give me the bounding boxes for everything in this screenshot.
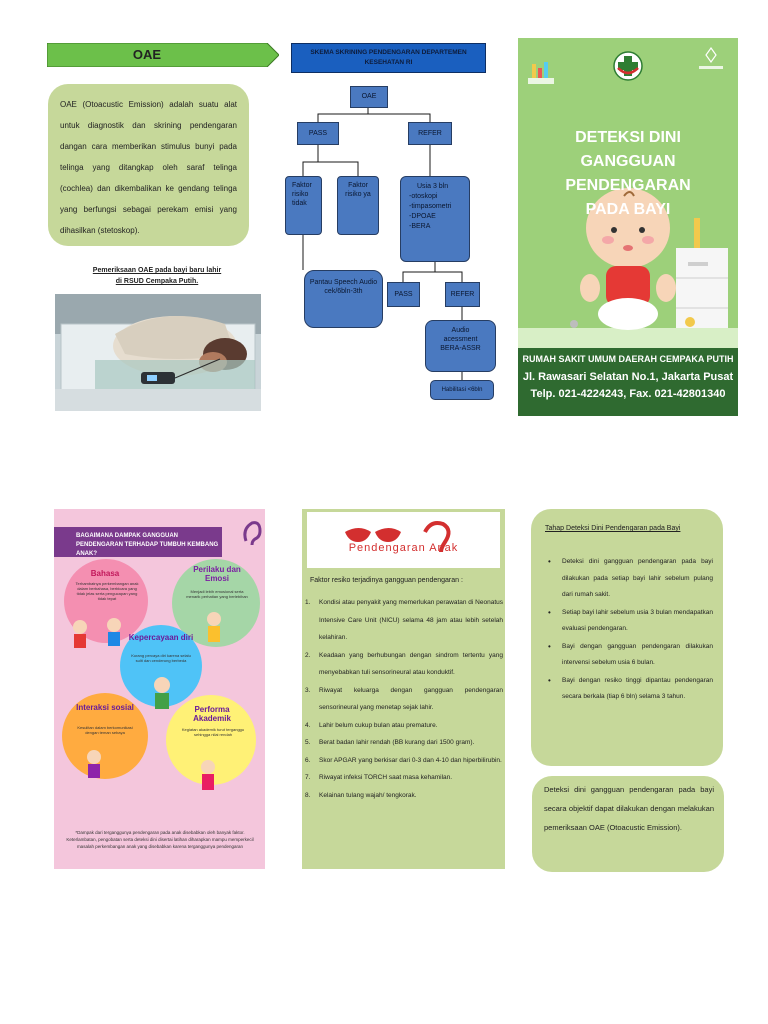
usia-line-4: -DPOAE [409, 213, 436, 220]
stage-item-text: Setiap bayi lahir sebelum usia 3 bulan m… [562, 608, 713, 633]
list-item: 5.Berat badan lahir rendah (BB kurang da… [305, 739, 475, 746]
interaksi-text: Kesulitan dalam berkomunikasi dengan tem… [77, 725, 133, 735]
risk-item-text: Lahir belum cukup bulan atau premature. [319, 721, 438, 729]
flow-node-usia: Usia 3 bln -otoskopi -timpasometri -DPOA… [400, 176, 470, 262]
usia-line-1: Usia 3 bln [417, 183, 449, 190]
kepercayaan-title: Kepercayaan diri [128, 633, 194, 642]
list-item: Deteksi dini gangguan pendengaran pada b… [545, 554, 713, 604]
flow-node-pass-2: PASS [387, 282, 420, 307]
performa-title: Performa Akademik [193, 705, 231, 723]
flow-node-pass: PASS [297, 122, 339, 145]
cover-panel: DETEKSI DINI GANGGUAN PENDENGARAN PADA B… [518, 38, 738, 416]
list-item: Bayi dengan gangguan pendengaran dilakuk… [545, 639, 713, 672]
flow-node-factor-yes: Faktor risiko ya [337, 176, 379, 235]
flow-node-refer: REFER [408, 122, 452, 145]
risk-item-text: Riwayat keluarga dengan gangguan pendeng… [319, 686, 503, 712]
photo-caption: Pemeriksaan OAE pada bayi baru lahir di … [72, 265, 242, 287]
hospital-name: RUMAH SAKIT UMUM DAERAH CEMPAKA PUTIH [522, 354, 734, 364]
conclusion-box: Deteksi dini gangguan pendengaran pada b… [532, 776, 724, 872]
cover-title-line-3: PADA BAYI [585, 201, 671, 218]
usia-line-2: -otoskopi [409, 193, 438, 200]
risk-item-text: Riwayat infeksi TORCH saat masa kehamila… [319, 774, 453, 781]
bahasa-title: Bahasa [90, 569, 120, 578]
list-item: 6.Skor APGAR yang berkisar dari 0-3 dan … [305, 756, 502, 764]
pendengaran-anak-logo: Pendengaran Anak [307, 512, 500, 568]
cover-title-line-2: GANGGUAN PENDENGARAN [565, 153, 691, 194]
ear-icon [243, 521, 262, 546]
cover-footer-band [518, 348, 738, 416]
perilaku-title: Perilaku dan Emosi [193, 565, 241, 583]
oae-definition-box: OAE (Otoacustic Emission) adalah suatu a… [48, 84, 249, 246]
risk-factor-panel [302, 509, 505, 869]
list-item: 1.Kondisi atau penyakit yang memerlukan … [305, 599, 503, 641]
bahasa-text: Terhambatnya perkembangan anak dalam ber… [75, 581, 139, 601]
cocoa-logo-icon [699, 46, 723, 69]
interaksi-title: Interaksi sosial [76, 703, 134, 712]
conclusion-text: Deteksi dini gangguan pendengaran pada b… [544, 785, 714, 832]
list-item: 8.Kelainan tulang wajah/ tengkorak. [305, 791, 417, 799]
infographic-footnote: *Dampak dari terganggunya pendengaran pa… [66, 830, 254, 849]
infographic-header: BAGAIMANA DAMPAK GANGGUAN PENDENGARAN TE… [54, 527, 222, 557]
list-item: 4.Lahir belum cukup bulan atau premature… [305, 721, 438, 729]
audio-line-3: BERA-ASSR [440, 345, 481, 352]
stages-list: Deteksi dini gangguan pendengaran pada b… [545, 554, 713, 707]
stage-item-text: Deteksi dini gangguan pendengaran pada b… [562, 558, 713, 598]
perilaku-text: Menjadi lebih emosional serta menarik pe… [186, 589, 248, 599]
ear-graphic-icon [345, 521, 451, 553]
risk-item-text: Skor APGAR yang berkisar dari 0-3 dan 4-… [319, 756, 502, 764]
oae-tag: OAE [47, 43, 279, 67]
list-item: 3.Riwayat keluarga dengan gangguan pende… [305, 686, 503, 712]
oae-definition-text: OAE (Otoacustic Emission) adalah suatu a… [60, 100, 237, 235]
flow-node-audio: Audio acessment BERA-ASSR [425, 320, 496, 372]
risk-factor-list: 1.Kondisi atau penyakit yang memerlukan … [303, 594, 503, 804]
list-item: 2.Keadaan yang berhubungan dengan sindro… [305, 651, 503, 677]
stages-title: Tahap Deteksi Dini Pendengaran pada Bayi [545, 525, 681, 532]
newborn-oae-photo [55, 294, 261, 411]
list-item: 7.Riwayat infeksi TORCH saat masa kehami… [305, 774, 453, 781]
hospital-phone: Telp. 021-4224243, Fax. 021-42801340 [530, 388, 726, 400]
kepercayaan-text: Kurang percaya diri karena selalu sulit … [131, 653, 191, 663]
photo-caption-line-1: Pemeriksaan OAE pada bayi baru lahir [92, 267, 222, 274]
hospital-info: RUMAH SAKIT UMUM DAERAH CEMPAKA PUTIH Jl… [518, 352, 738, 402]
audio-line-1: Audio [451, 327, 470, 334]
flowchart-title: SKEMA SKRINING PENDENGARAN DEPARTEMEN KE… [291, 43, 486, 73]
cover-illustration [518, 62, 738, 348]
hospital-address: Jl. Rawasari Selatan No.1, Jakarta Pusat [522, 371, 734, 383]
logo-caption: Pendengaran Anak [348, 542, 459, 554]
risk-item-text: Kelainan tulang wajah/ tengkorak. [319, 791, 417, 799]
cover-title: DETEKSI DINI GANGGUAN PENDENGARAN PADA B… [518, 126, 738, 222]
performa-text: Kegiatan akademik turut terganggu sehing… [181, 727, 245, 737]
interaksi-circle [62, 693, 148, 779]
risk-item-text: Berat badan lahir rendah (BB kurang dari… [319, 739, 475, 746]
infographic-panel: BAGAIMANA DAMPAK GANGGUAN PENDENGARAN TE… [54, 509, 265, 869]
tag-arrow-shape [47, 43, 279, 67]
usia-line-3: -timpasometri [409, 203, 452, 210]
oae-tag-label: OAE [132, 47, 162, 62]
list-item: Setiap bayi lahir sebelum usia 3 bulan m… [545, 605, 713, 638]
audio-line-2: acessment [443, 336, 478, 343]
usia-line-5: -BERA [409, 223, 431, 230]
flow-node-oae: OAE [350, 86, 388, 108]
stages-box [531, 509, 723, 766]
cover-title-line-1: DETEKSI DINI [575, 129, 681, 146]
stage-item-text: Bayi dengan gangguan pendengaran dilakuk… [562, 642, 713, 667]
flow-node-refer-2: REFER [445, 282, 480, 307]
risk-item-text: Kondisi atau penyakit yang memerlukan pe… [319, 599, 503, 641]
stage-item-text: Bayi dengan resiko tinggi dipantau pende… [562, 676, 713, 701]
risk-intro: Faktor resiko terjadinya gangguan penden… [310, 577, 463, 584]
flow-node-factor-no: Faktor risiko tidak [285, 176, 322, 235]
list-item: Bayi dengan resiko tinggi dipantau pende… [545, 673, 713, 706]
children-illustrations [73, 612, 221, 790]
hospital-logo-icon [613, 51, 643, 81]
flow-node-habilitasi: Habilitasi <6bln [430, 380, 494, 400]
flow-node-pantau: Pantau Speech Audio cek/6bln-3th [304, 270, 383, 328]
photo-caption-line-2: di RSUD Cempaka Putih. [115, 278, 199, 285]
risk-item-text: Keadaan yang berhubungan dengan sindrom … [319, 651, 503, 677]
